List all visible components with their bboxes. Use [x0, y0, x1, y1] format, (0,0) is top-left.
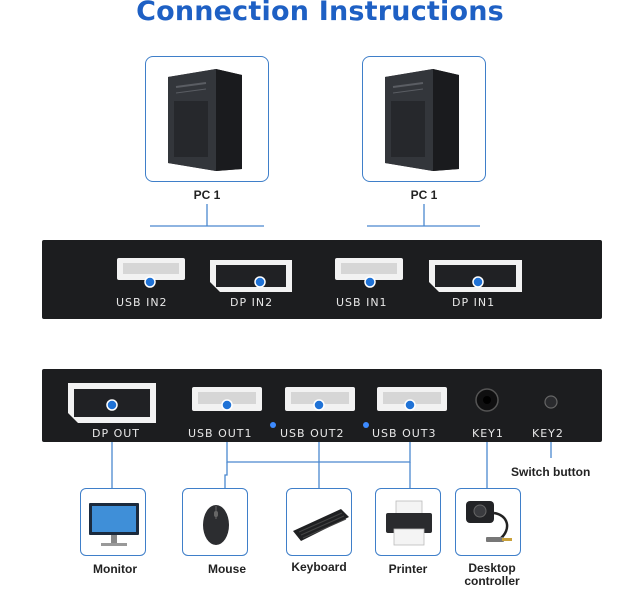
port-label-usb-out2: USB OUT2 — [280, 427, 345, 440]
switch-button-label: Switch button — [511, 465, 591, 479]
kvm-front-panel: USB IN2 DP IN2 USB IN1 DP IN1 — [42, 240, 602, 319]
desktop-controller-box — [455, 488, 521, 556]
pc-1-box — [145, 56, 269, 182]
desktop-controller-icon — [466, 501, 512, 542]
mouse-icon — [203, 505, 229, 545]
printer-box — [375, 488, 441, 556]
monitor-icon — [89, 503, 139, 546]
pc-tower-icon — [385, 69, 459, 171]
pc-tower-icon — [168, 69, 242, 171]
device-label-mouse: Mouse — [207, 562, 246, 576]
monitor-box — [80, 488, 146, 556]
port-label-usb-out3: USB OUT3 — [372, 427, 437, 440]
pc-2-label: PC 1 — [410, 188, 438, 202]
port-label-usb-in1: USB IN1 — [336, 296, 388, 309]
keyboard-box — [286, 488, 352, 556]
device-label-monitor: Monitor — [93, 562, 137, 576]
port-label-usb-in2: USB IN2 — [116, 296, 168, 309]
pc-1-label: PC 1 — [193, 188, 221, 202]
mouse-box — [182, 488, 248, 556]
pc-2-box — [362, 56, 486, 182]
port-label-key1: KEY1 — [472, 427, 504, 440]
port-label-dp-in2: DP IN2 — [230, 296, 274, 309]
port-label-dp-in1: DP IN1 — [452, 296, 496, 309]
port-label-dp-out: DP OUT — [92, 427, 141, 440]
printer-icon — [386, 500, 432, 546]
back-ports — [68, 383, 558, 428]
device-label-desktop-controller: Desktop controller — [464, 561, 520, 588]
port-label-key2: KEY2 — [532, 427, 564, 440]
device-label-printer: Printer — [388, 562, 428, 576]
keyboard-icon — [293, 509, 349, 541]
device-label-keyboard: Keyboard — [291, 560, 347, 574]
port-label-usb-out1: USB OUT1 — [188, 427, 253, 440]
page-title: Connection Instructions — [136, 0, 504, 27]
kvm-back-panel: DP OUT USB OUT1 USB OUT2 USB OUT3 KEY1 K… — [42, 369, 602, 442]
front-ports — [117, 258, 522, 292]
